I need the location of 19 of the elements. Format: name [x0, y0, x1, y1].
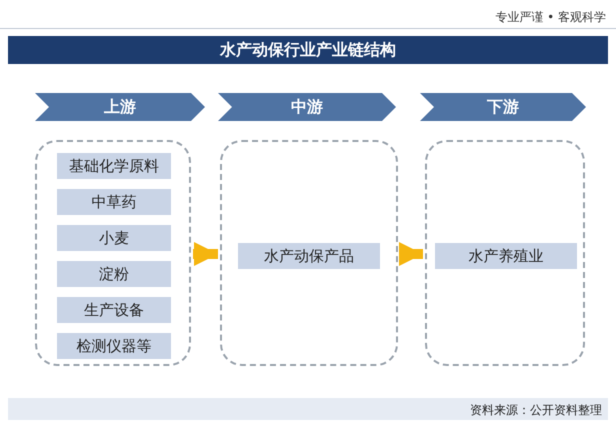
- item-box: 淀粉: [57, 261, 171, 287]
- block-arrow: [193, 242, 218, 266]
- dashed-container: [220, 140, 398, 366]
- dashed-container: [35, 140, 191, 366]
- source-note: 资料来源：公开资料整理: [470, 402, 602, 419]
- stage-banner: 下游: [420, 93, 586, 121]
- title-bar: 水产动保行业产业链结构: [8, 36, 608, 64]
- tagline: 专业严谨 • 客观科学: [495, 9, 606, 26]
- block-arrow: [399, 242, 423, 266]
- item-box: 水产动保产品: [238, 243, 380, 269]
- item-box: 小麦: [57, 225, 171, 251]
- item-box: 检测仪器等: [57, 333, 171, 359]
- item-box: 生产设备: [57, 297, 171, 323]
- item-box: 中草药: [57, 189, 171, 215]
- item-box: 水产养殖业: [435, 243, 577, 269]
- dashed-container: [425, 140, 585, 366]
- stage-banner: 中游: [218, 93, 396, 121]
- stage-banner: 上游: [35, 93, 205, 121]
- item-box: 基础化学原料: [57, 153, 171, 179]
